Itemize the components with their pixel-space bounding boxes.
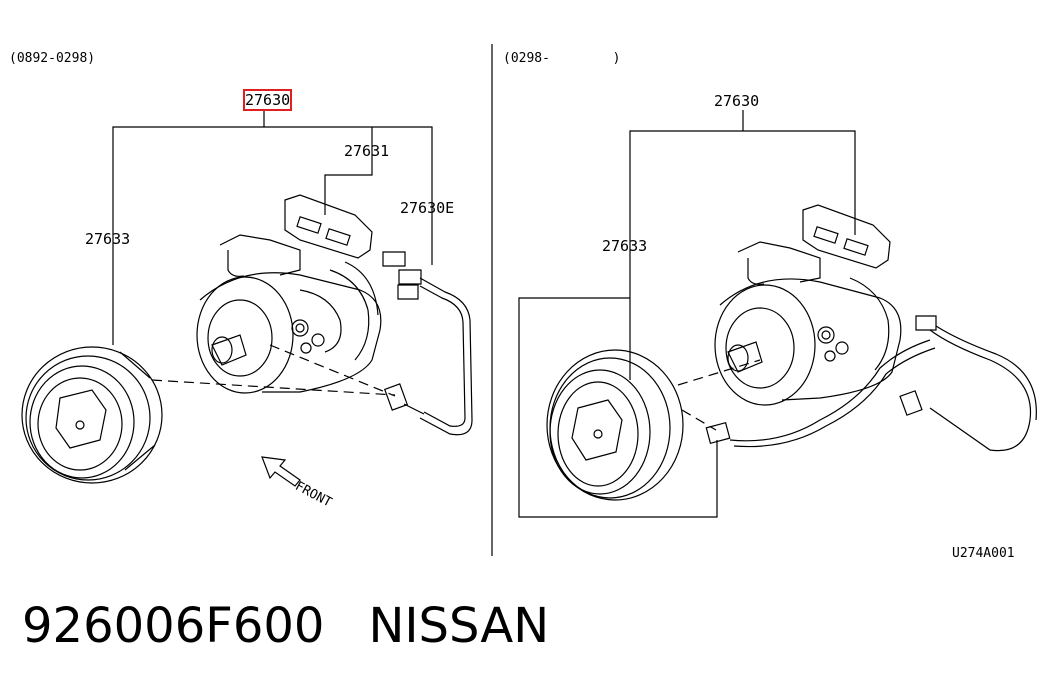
front-arrow-icon <box>262 457 300 486</box>
left-label-27630[interactable]: 27630 <box>242 89 293 111</box>
right-compressor-body <box>715 205 901 405</box>
right-date-range: (0298- ) <box>503 51 621 66</box>
highlighted-callout[interactable]: 27630 <box>242 89 293 111</box>
right-harness <box>706 316 1036 451</box>
right-clutch-pulley <box>547 350 683 500</box>
right-callout-lines <box>519 110 855 517</box>
left-axis-line <box>152 380 395 395</box>
part-number: 926006F600 <box>22 598 325 654</box>
left-harness <box>383 252 472 435</box>
left-clutch-pulley <box>22 347 162 483</box>
right-label-27630[interactable]: 27630 <box>714 92 760 110</box>
part-number-footer: 926006F600 NISSAN <box>22 596 549 656</box>
left-compressor-body <box>197 195 381 393</box>
right-label-27633[interactable]: 27633 <box>602 237 648 255</box>
brand-name: NISSAN <box>368 598 550 654</box>
left-date-range: (0892-0298) <box>9 51 96 66</box>
left-callout-lines <box>113 110 432 345</box>
drawing-code: U274A001 <box>952 546 1015 561</box>
left-label-27633[interactable]: 27633 <box>85 230 131 248</box>
left-label-27630e[interactable]: 27630E <box>400 199 455 217</box>
right-axis-line <box>678 360 760 385</box>
left-label-27631[interactable]: 27631 <box>344 142 390 160</box>
